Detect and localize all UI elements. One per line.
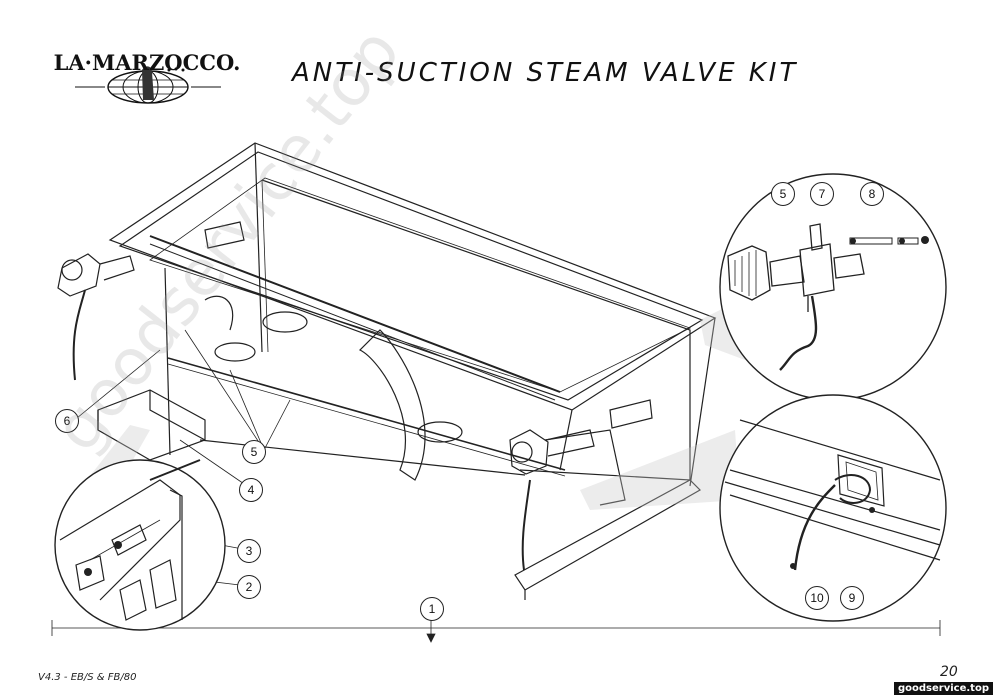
callout-7: 7 [810,182,834,206]
website-tag: goodservice.top [894,682,993,695]
detail-circle-clip [719,394,947,622]
brand-name-text: LA·MARZOCCO. [54,50,241,75]
detail-circle-valve [719,173,947,401]
model-reference: V4.3 - EB/S & FB/80 [38,672,137,683]
callout-3: 3 [237,539,261,563]
callout-4: 4 [239,478,263,502]
page-number: 20 [940,664,958,680]
callout-8: 8 [860,182,884,206]
frame-assembly [57,142,717,600]
callout-9: 9 [840,586,864,610]
page-title: ANTI-SUCTION STEAM VALVE KIT [292,58,799,88]
detail-circle-fittings [54,459,226,631]
callout-5-main: 5 [242,440,266,464]
la-marzocco-logo: LA·MARZOCCO. [54,50,241,104]
callout-2: 2 [237,575,261,599]
callout-5-detail: 5 [771,182,795,206]
callout-6: 6 [55,409,79,433]
callout-10: 10 [805,586,829,610]
callout-1: 1 [420,597,444,621]
